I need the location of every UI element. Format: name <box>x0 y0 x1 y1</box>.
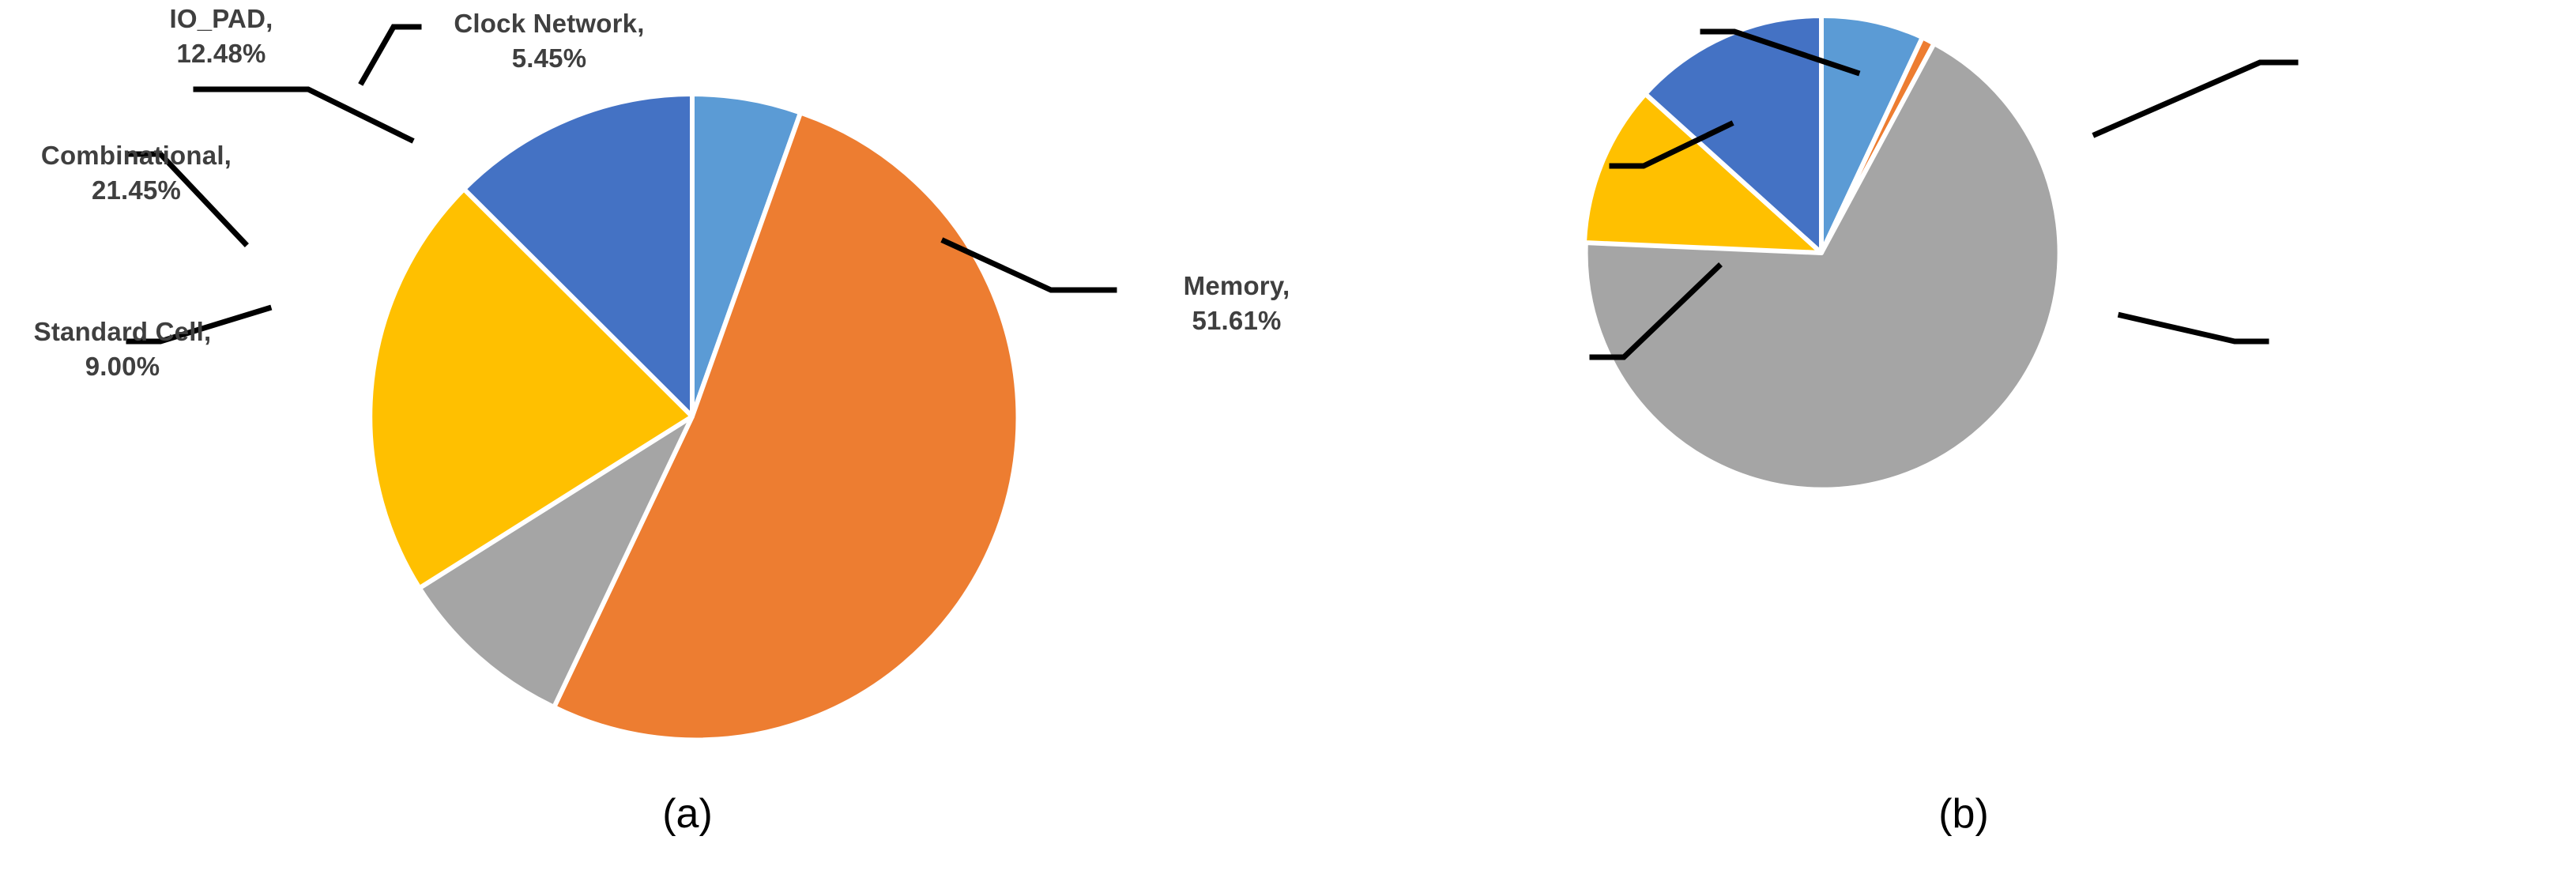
leader-line-memory-b <box>1589 262 1723 360</box>
caption-a: (a) <box>662 791 713 837</box>
leader-line-combinational-b <box>2117 311 2269 345</box>
slice-io-pad-a[interactable] <box>461 92 695 419</box>
leader-line-standard-cell-a <box>126 304 273 345</box>
pie-a-leader-lines <box>126 24 1117 345</box>
caption-b: (b) <box>1938 791 1989 837</box>
leader-line-combinational-a <box>126 151 249 247</box>
pie-a-slices <box>367 91 1021 743</box>
leader-line-memory-a <box>940 237 1117 293</box>
leader-line-io-pad-a <box>193 86 415 144</box>
label-clock-network-a: Clock Network, 5.45% <box>454 9 645 73</box>
pie-b-svg <box>1582 13 2299 492</box>
label-standard-cell-a: Standard Cell, 9.00% <box>33 317 212 381</box>
label-io-pad-a: IO_PAD, 12.48% <box>169 4 273 68</box>
slice-memory-a[interactable] <box>552 110 1021 743</box>
pie-b-slices <box>1582 13 2062 492</box>
label-memory-a: Memory, 51.61% <box>1183 271 1290 335</box>
pie-b-leader-lines <box>1589 28 2299 360</box>
leader-line-register-b <box>2092 59 2299 138</box>
slice-combinational-a[interactable] <box>367 186 695 591</box>
leader-line-clock-network-b <box>1700 28 1861 77</box>
slice-io-pad-b[interactable] <box>1643 13 1824 255</box>
leader-line-clock-network-a <box>358 24 422 86</box>
pie-a-svg <box>126 24 1117 743</box>
pie-chart-panel-b: Clock Network, 7.01% IO_PAD, 13.32% Memo… <box>1288 0 2576 874</box>
slice-standard-cell-a[interactable] <box>416 414 695 710</box>
slice-memory-b[interactable] <box>1582 91 1824 255</box>
leader-line-io-pad-b <box>1609 120 1734 169</box>
label-combinational-a: Combinational, 21.45% <box>40 141 232 205</box>
pie-chart-panel-a: IO_PAD, 12.48% Clock Network, 5.45% Comb… <box>33 4 1290 743</box>
